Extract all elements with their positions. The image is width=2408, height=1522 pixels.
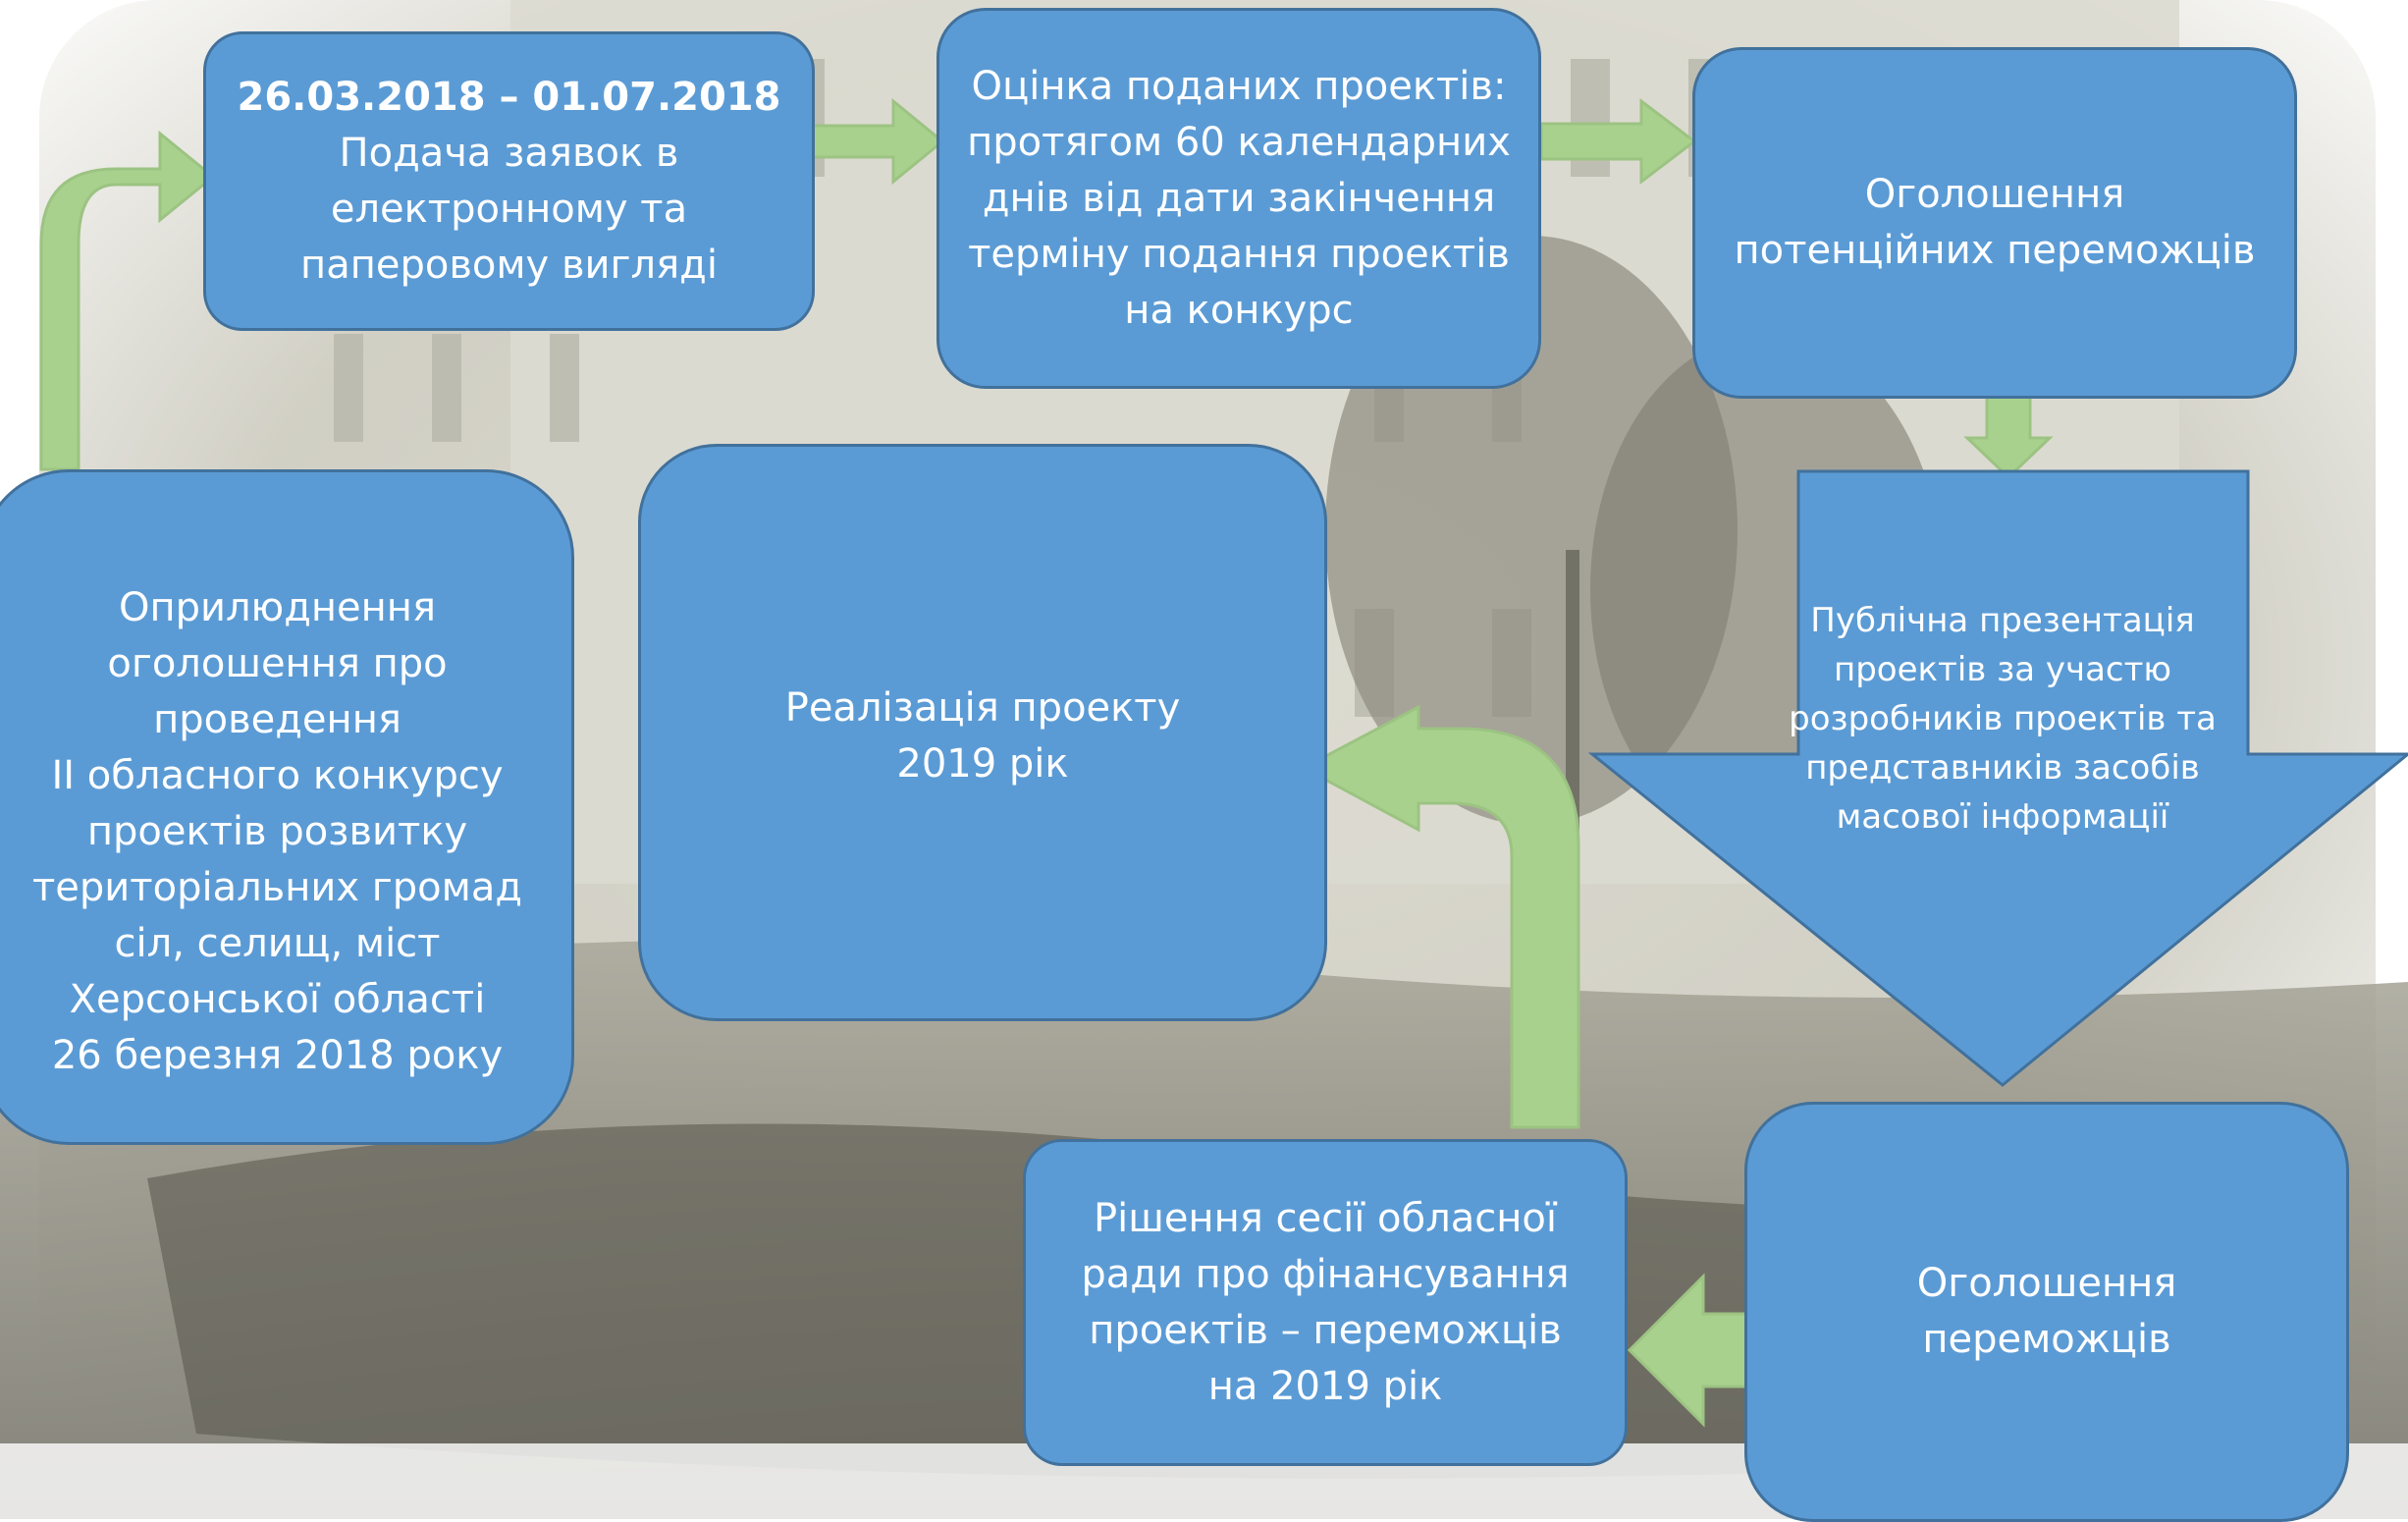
announcement-line: сіл, селищ, міст xyxy=(114,920,441,966)
presentation-line: розробників проектів та xyxy=(1789,699,2217,738)
evaluation-line: на конкурс xyxy=(1124,287,1354,333)
presentation-line: представників засобів xyxy=(1805,748,2200,788)
potential-winners-line: Оголошення xyxy=(1864,172,2125,217)
presentation-line: масової інформації xyxy=(1836,797,2169,837)
announcement-line: Херсонської області xyxy=(69,976,486,1022)
announcement-line: проведення xyxy=(153,696,401,742)
implementation-line: 2019 рік xyxy=(896,741,1069,787)
submission-line: паперовому вигляді xyxy=(300,242,718,288)
announcement-line: Оприлюднення xyxy=(118,584,437,630)
presentation-line: Публічна презентація xyxy=(1810,601,2195,640)
node-winners: Оголошення переможців xyxy=(1744,1102,2349,1522)
arrow-evaluation-to-potential-winners xyxy=(1539,97,1697,186)
announcement-line: оголошення про xyxy=(107,640,448,686)
council-decision-line: ради про фінансування xyxy=(1081,1251,1570,1297)
node-evaluation: Оцінка поданих проектів: протягом 60 кал… xyxy=(936,8,1541,389)
arrow-council-to-implementation xyxy=(1300,704,1580,1129)
node-announcement: Оприлюднення оголошення про проведення І… xyxy=(0,469,574,1145)
presentation-line: проектів за участю xyxy=(1833,650,2172,689)
arrow-potential-winners-to-presentation xyxy=(1963,391,2054,480)
evaluation-line: протягом 60 календарних xyxy=(967,119,1511,165)
node-submission: 26.03.2018 – 01.07.2018 Подача заявок в … xyxy=(203,31,815,331)
council-decision-line: Рішення сесії обласної xyxy=(1093,1195,1557,1241)
node-council-decision: Рішення сесії обласної ради про фінансув… xyxy=(1023,1139,1628,1466)
node-potential-winners: Оголошення потенційних переможців xyxy=(1692,47,2297,399)
winners-line: Оголошення xyxy=(1916,1261,2177,1306)
node-implementation: Реалізація проекту 2019 рік xyxy=(638,444,1327,1021)
evaluation-line: днів від дати закінчення xyxy=(982,175,1496,221)
announcement-line: ІІ обласного конкурсу xyxy=(51,752,504,798)
announcement-line: проектів розвитку xyxy=(86,808,468,854)
node-public-presentation: Публічна презентація проектів за участю … xyxy=(1757,581,2248,856)
council-decision-line: на 2019 рік xyxy=(1207,1363,1443,1409)
submission-line: Подача заявок в xyxy=(339,130,679,176)
implementation-line: Реалізація проекту xyxy=(784,685,1181,731)
potential-winners-line: потенційних переможців xyxy=(1734,228,2256,273)
submission-date-range: 26.03.2018 – 01.07.2018 xyxy=(237,74,781,120)
announcement-line: територіальних громад xyxy=(32,864,522,910)
arrow-announcement-to-submission xyxy=(39,130,216,471)
council-decision-line: проектів – переможців xyxy=(1089,1307,1562,1353)
winners-line: переможців xyxy=(1922,1317,2171,1362)
announcement-line: 26 березня 2018 року xyxy=(51,1032,504,1078)
evaluation-line: Оцінка поданих проектів: xyxy=(971,63,1507,109)
evaluation-line: терміну подання проектів xyxy=(968,231,1510,277)
submission-line: електронному та xyxy=(330,186,688,232)
